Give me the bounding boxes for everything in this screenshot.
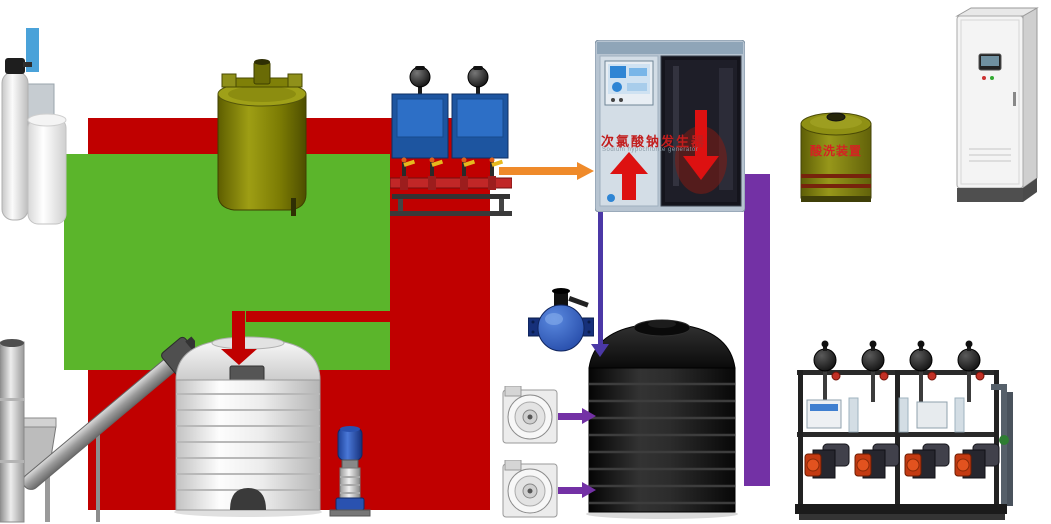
cabinet-base: [957, 188, 1023, 202]
black-storage-tank: [584, 316, 740, 520]
brine-tank-lid: [27, 113, 67, 127]
screw-conveyor: [0, 334, 195, 524]
chemical-mixing-tank: [212, 58, 312, 218]
blue-marker: [26, 28, 39, 72]
generator-title-label: 次氯酸钠发生器: [601, 134, 707, 149]
softener-resin-tank: [1, 71, 29, 221]
skid-base-frame: [795, 504, 1007, 514]
fan2-arrow-shaft: [558, 487, 582, 494]
red-flow-arrowhead-icon: [221, 349, 257, 365]
control-box: [916, 401, 948, 429]
fan1-arrowhead-icon: [582, 408, 596, 424]
generator-outlet-arrow-shaft: [598, 212, 603, 344]
dosing-pump-skid: [795, 340, 1015, 522]
ejector-valve: [528, 288, 594, 360]
acid-wash-tank: [798, 108, 874, 210]
acid-wash-label: 酸洗装置: [809, 144, 862, 158]
brand-logo-icon: [607, 194, 615, 202]
conveyor-support-leg: [96, 426, 100, 522]
diaphragm-valve-icon: [813, 348, 837, 372]
fan-outlet: [504, 460, 522, 471]
fan2-arrowhead-icon: [582, 482, 596, 498]
generator-subtitle-label: Sodium hypochlorite generator: [602, 147, 699, 153]
up-arrow-icon: [610, 152, 648, 200]
valve-handle-icon: [463, 159, 476, 167]
fan-outlet: [504, 386, 522, 397]
diaphragm-valve-icon: [909, 348, 933, 372]
red-flow-arrow-vertical: [232, 311, 245, 349]
cabinet-handle: [1013, 92, 1016, 106]
valve-handle-icon: [403, 159, 416, 167]
mixer-motor: [253, 61, 271, 85]
diaphragm-valve-icon: [861, 348, 885, 372]
purple-flow-bar: [744, 174, 770, 486]
orange-flow-arrow-shaft: [499, 167, 577, 175]
generator-outlet-arrowhead-icon: [591, 344, 609, 357]
calibration-column: [848, 397, 859, 433]
ejector-body: [537, 304, 585, 352]
cabinet-side-panel: [1022, 7, 1038, 189]
control-cabinet: [953, 6, 1043, 206]
hypochlorite-generator-cabinet: [595, 40, 745, 212]
tank-outlet-pipe: [291, 198, 296, 216]
pump-motor: [337, 427, 363, 461]
blower-fan-2: [502, 460, 558, 518]
valve-handle-icon: [431, 159, 444, 167]
orange-flow-arrowhead-icon: [577, 162, 594, 180]
valve-handle-icon: [491, 159, 504, 167]
blower-fan-1: [502, 386, 558, 444]
water-softener-unit: [0, 56, 70, 226]
ejector-top-port: [554, 290, 568, 308]
salt-dissolver-skid: [390, 66, 512, 216]
calibration-column: [898, 397, 909, 433]
pump-base: [335, 497, 365, 511]
calibration-column: [954, 397, 965, 433]
vertical-multistage-pump: [328, 424, 372, 520]
tank-hatch: [229, 365, 265, 382]
diaphragm-valve-icon: [957, 348, 981, 372]
support-column: [0, 341, 25, 523]
fan1-arrow-shaft: [558, 413, 582, 420]
mixing-tank-body: [217, 93, 307, 211]
black-tank-shell: [588, 367, 736, 513]
down-arrow-icon: [683, 110, 719, 180]
red-flow-arrow-horizontal: [246, 311, 390, 322]
softener-valve-head: [5, 58, 25, 74]
brine-tank: [27, 117, 67, 225]
cabinet-top-panel: [955, 7, 1039, 17]
red-header-pipe: [390, 177, 512, 189]
tank-bottom-manway: [230, 488, 266, 510]
